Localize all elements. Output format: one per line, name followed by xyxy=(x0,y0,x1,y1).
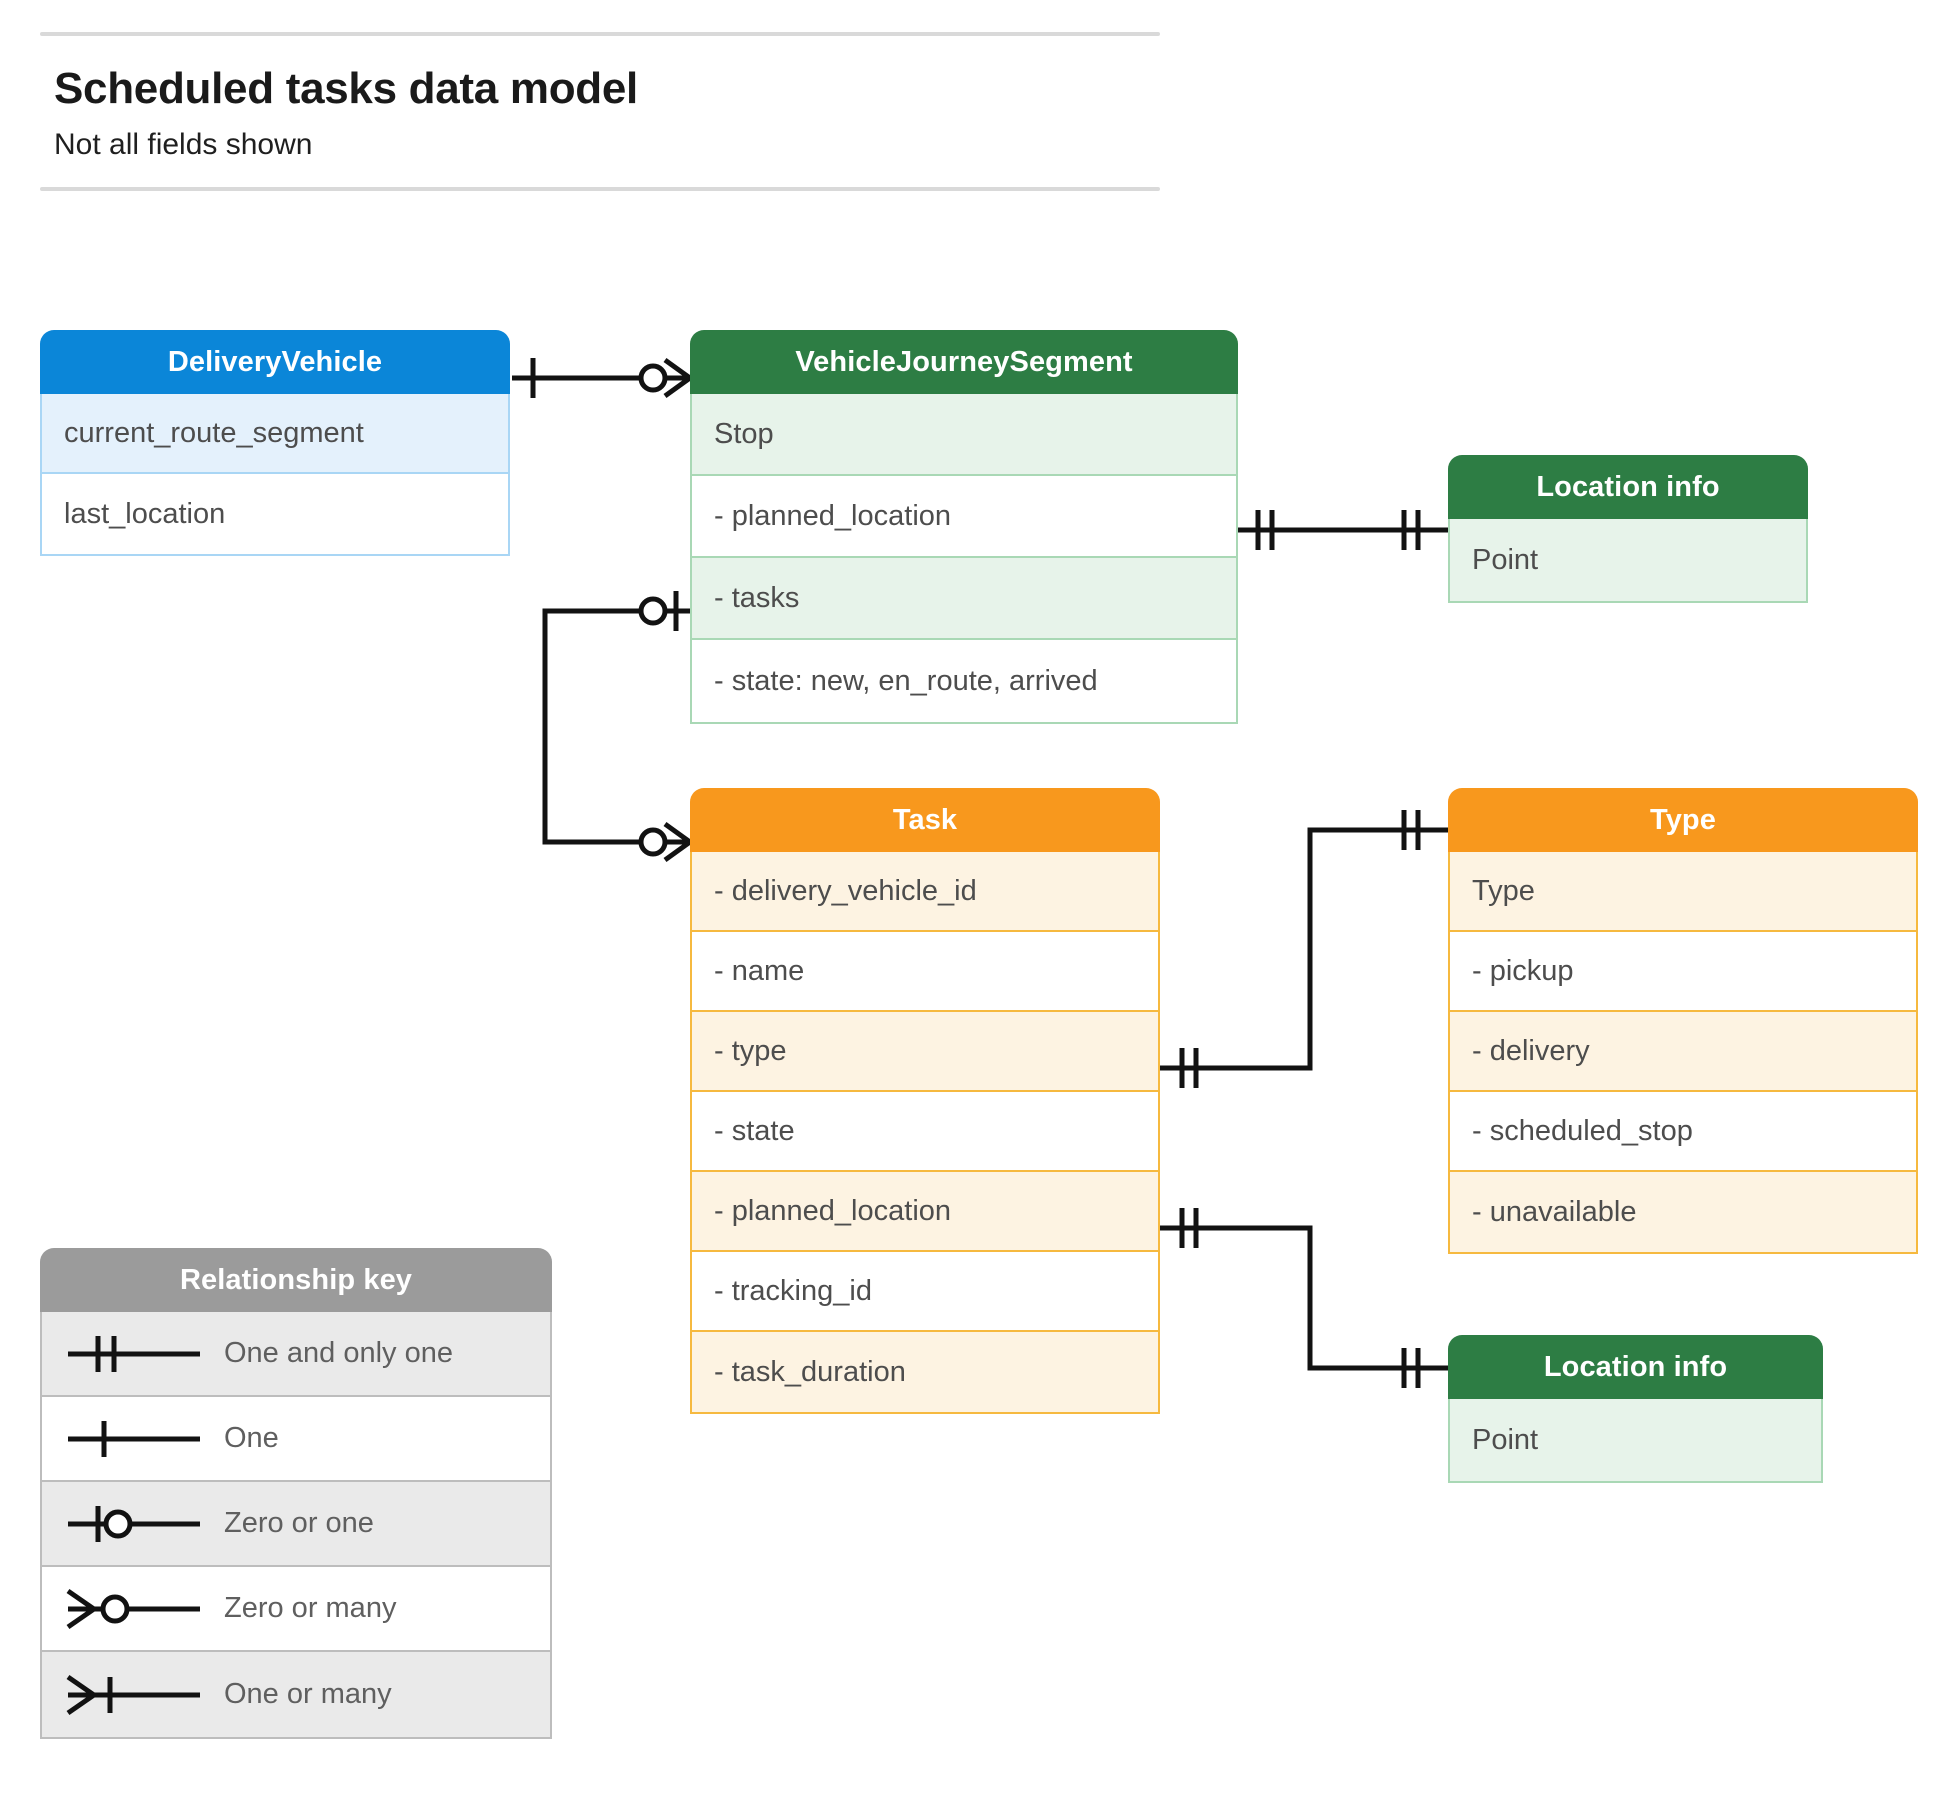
connector-vjs-tasks-task xyxy=(542,591,692,863)
legend-title: Relationship key xyxy=(40,1248,552,1312)
entity-delivery-vehicle-fields: current_route_segment last_location xyxy=(40,394,510,556)
entity-type-title: Type xyxy=(1448,788,1918,852)
legend-item-zero-or-many[interactable]: Zero or many xyxy=(42,1567,550,1652)
field-task-duration[interactable]: - task_duration xyxy=(692,1332,1158,1412)
field-pickup[interactable]: - pickup xyxy=(1450,932,1916,1012)
legend-label-one-and-only-one: One and only one xyxy=(224,1337,453,1369)
one-icon xyxy=(60,1397,210,1480)
connector-task-type xyxy=(1160,810,1448,1088)
field-unavailable[interactable]: - unavailable xyxy=(1450,1172,1916,1252)
entity-vehicle-journey-segment-title: VehicleJourneySegment xyxy=(690,330,1238,394)
field-last-location[interactable]: last_location xyxy=(42,474,508,554)
field-scheduled-stop[interactable]: - scheduled_stop xyxy=(1450,1092,1916,1172)
header-text-block: Scheduled tasks data model Not all field… xyxy=(40,36,1160,187)
entity-vehicle-journey-segment-fields: Stop - planned_location - tasks - state:… xyxy=(690,394,1238,724)
field-delivery[interactable]: - delivery xyxy=(1450,1012,1916,1092)
entity-location-info-bottom-title: Location info xyxy=(1448,1335,1823,1399)
legend-item-one-or-many[interactable]: One or many xyxy=(42,1652,550,1737)
legend-label-one-or-many: One or many xyxy=(224,1678,392,1710)
legend-item-one[interactable]: One xyxy=(42,1397,550,1482)
legend-label-zero-or-one: Zero or one xyxy=(224,1507,374,1539)
header-rule-top xyxy=(40,32,1160,36)
field-planned-location[interactable]: - planned_location xyxy=(692,476,1236,558)
field-type[interactable]: - type xyxy=(692,1012,1158,1092)
entity-location-info-top-fields: Point xyxy=(1448,519,1808,603)
field-name[interactable]: - name xyxy=(692,932,1158,1012)
legend-rows: One and only one One Zero or one xyxy=(40,1312,552,1739)
legend-label-zero-or-many: Zero or many xyxy=(224,1592,397,1624)
entity-type[interactable]: Type Type - pickup - delivery - schedule… xyxy=(1448,788,1918,1254)
header-rule-bottom xyxy=(40,186,1160,191)
field-type-label[interactable]: Type xyxy=(1450,852,1916,932)
field-current-route-segment[interactable]: current_route_segment xyxy=(42,394,508,474)
entity-delivery-vehicle[interactable]: DeliveryVehicle current_route_segment la… xyxy=(40,330,510,556)
connector-deliveryvehicle-vehiclejourneysegment xyxy=(512,357,692,399)
field-planned-location-task[interactable]: - planned_location xyxy=(692,1172,1158,1252)
field-state-task[interactable]: - state xyxy=(692,1092,1158,1172)
connector-task-plannedlocation-locationinfo xyxy=(1160,1208,1448,1388)
legend-item-one-and-only-one[interactable]: One and only one xyxy=(42,1312,550,1397)
field-stop[interactable]: Stop xyxy=(692,394,1236,476)
page-subtitle: Not all fields shown xyxy=(54,127,313,161)
one-or-many-icon xyxy=(60,1652,210,1737)
entity-task-title: Task xyxy=(690,788,1160,852)
field-state[interactable]: - state: new, en_route, arrived xyxy=(692,640,1236,722)
legend-label-one: One xyxy=(224,1422,279,1454)
field-point-top[interactable]: Point xyxy=(1450,519,1806,601)
connector-vjs-plannedlocation-locationinfo xyxy=(1238,510,1448,550)
entity-location-info-bottom[interactable]: Location info Point xyxy=(1448,1335,1823,1483)
one-and-only-one-icon xyxy=(60,1312,210,1395)
entity-location-info-top[interactable]: Location info Point xyxy=(1448,455,1808,603)
entity-task-fields: - delivery_vehicle_id - name - type - st… xyxy=(690,852,1160,1414)
legend-relationship-key[interactable]: Relationship key One and only one One xyxy=(40,1248,552,1739)
page-title: Scheduled tasks data model xyxy=(54,64,638,113)
entity-delivery-vehicle-title: DeliveryVehicle xyxy=(40,330,510,394)
zero-or-one-icon xyxy=(60,1482,210,1565)
field-tracking-id[interactable]: - tracking_id xyxy=(692,1252,1158,1332)
entity-location-info-top-title: Location info xyxy=(1448,455,1808,519)
field-delivery-vehicle-id[interactable]: - delivery_vehicle_id xyxy=(692,852,1158,932)
entity-type-fields: Type - pickup - delivery - scheduled_sto… xyxy=(1448,852,1918,1254)
zero-or-many-icon xyxy=(60,1567,210,1650)
page-header: Scheduled tasks data model Not all field… xyxy=(40,32,1160,191)
legend-item-zero-or-one[interactable]: Zero or one xyxy=(42,1482,550,1567)
entity-location-info-bottom-fields: Point xyxy=(1448,1399,1823,1483)
field-point-bottom[interactable]: Point xyxy=(1450,1399,1821,1481)
entity-vehicle-journey-segment[interactable]: VehicleJourneySegment Stop - planned_loc… xyxy=(690,330,1238,724)
field-tasks[interactable]: - tasks xyxy=(692,558,1236,640)
entity-task[interactable]: Task - delivery_vehicle_id - name - type… xyxy=(690,788,1160,1414)
